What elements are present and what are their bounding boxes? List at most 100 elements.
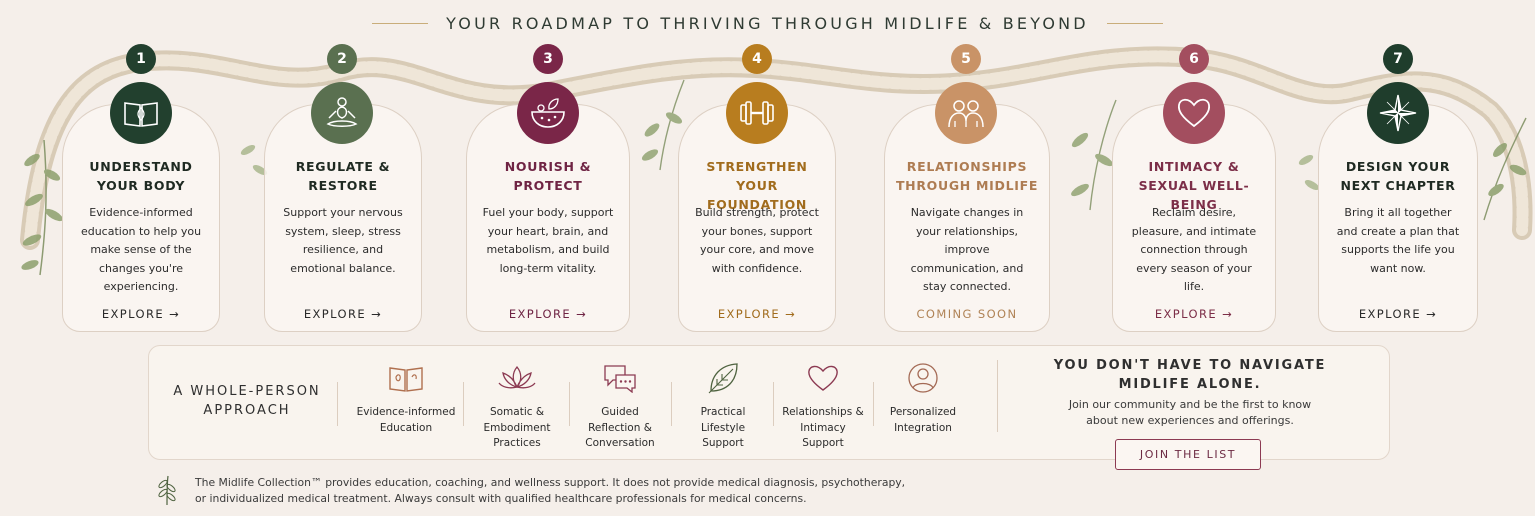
person-circle-icon [873, 360, 973, 396]
cta-title-line: MIDLIFE ALONE. [1118, 377, 1262, 392]
cta-title-line: YOU DON'T HAVE TO NAVIGATE [1053, 358, 1327, 373]
foliage-mid-2 [1071, 99, 1117, 211]
foliage-left [21, 139, 63, 276]
open-book-icon [110, 82, 172, 144]
step-description: Build strength, protect your bones, supp… [695, 206, 819, 275]
step-title: STRENGTHEN YOUR FOUNDATION [687, 157, 827, 214]
feature-label: Evidence-informed [356, 406, 456, 418]
divider [463, 382, 464, 426]
whole-person-panel: A WHOLE-PERSON APPROACH Evidence-informe… [148, 345, 1390, 470]
step-title-line: NEXT CHAPTER [1340, 178, 1456, 193]
disclaimer-line: or individualized medical treatment. Alw… [195, 492, 807, 505]
feature-label: Personalized [889, 406, 957, 418]
step-title-line: UNDERSTAND [89, 159, 193, 174]
feature-label: Integration [894, 421, 952, 434]
divider [773, 382, 774, 426]
divider [997, 360, 998, 432]
step-title-line: STRENGTHEN YOUR [706, 159, 808, 193]
step-title-line: FOUNDATION [706, 197, 808, 212]
step-title: DESIGN YOUR NEXT CHAPTER [1327, 157, 1469, 195]
step-title-line: REGULATE & [295, 159, 391, 174]
step-description: Evidence-informed education to help you … [80, 206, 202, 293]
header: YOUR ROADMAP TO THRIVING THROUGH MIDLIFE… [0, 14, 1535, 33]
page-title: YOUR ROADMAP TO THRIVING THROUGH MIDLIFE… [446, 14, 1089, 33]
step-title-line: INTIMACY & [1148, 159, 1240, 174]
sprig-icon [156, 474, 178, 510]
feature-label: Embodiment [483, 421, 551, 434]
title-rule-right [1106, 23, 1163, 24]
step-title: NOURISH & PROTECT [475, 157, 621, 195]
cta-description: Join our community and be the first to k… [1045, 397, 1335, 429]
step-title: INTIMACY & SEXUAL WELL-BEING [1121, 157, 1267, 214]
step-title: RELATIONSHIPS THROUGH MIDLIFE [893, 157, 1041, 195]
cta-description-line: Join our community and be the first to k… [1068, 398, 1312, 411]
heart-icon [1163, 82, 1225, 144]
feature-label: Reflection & [588, 421, 652, 434]
cta-description-line: about new experiences and offerings. [1086, 414, 1294, 427]
step-number-badge: 5 [951, 44, 981, 74]
step-title-line: NOURISH & [504, 159, 592, 174]
feature-label: Practical [700, 406, 746, 418]
step-description: Fuel your body, support your heart, brai… [482, 206, 614, 275]
approach-title-line: A WHOLE-PERSON [173, 384, 321, 399]
step-title-line: RESTORE [308, 178, 378, 193]
explore-link[interactable]: EXPLORE → [101, 307, 181, 321]
feature-label: Guided [601, 406, 639, 418]
step-title-line: SEXUAL WELL-BEING [1138, 178, 1250, 212]
step-title: REGULATE & RESTORE [273, 157, 413, 195]
step-number-badge: 2 [327, 44, 357, 74]
step-card-relationships-through-midlife: RELATIONSHIPS THROUGH MIDLIFE Navigate cha… [884, 104, 1050, 332]
meditation-icon [311, 82, 373, 144]
divider [671, 382, 672, 426]
step-number-badge: 1 [126, 44, 156, 74]
foliage-mid-1 [641, 79, 685, 171]
compass-star-icon [1367, 82, 1429, 144]
step-description: Navigate changes in your relationships, … [910, 206, 1024, 293]
divider [569, 382, 570, 426]
approach-title: A WHOLE-PERSON APPROACH [167, 382, 327, 420]
book-icon [356, 360, 456, 396]
feature-label: Support [702, 437, 744, 449]
feature-label: Support [802, 437, 844, 449]
dumbbell-icon [726, 82, 788, 144]
explore-link[interactable]: EXPLORE → [303, 307, 383, 321]
explore-link[interactable]: EXPLORE → [508, 307, 588, 321]
step-title-line: RELATIONSHIPS [906, 159, 1028, 174]
join-the-list-button[interactable]: JOIN THE LIST [1115, 439, 1261, 470]
feature-label: Intimacy [800, 421, 846, 434]
step-description: Bring it all together and create a plan … [1336, 206, 1460, 275]
feature-label: Education [379, 421, 433, 434]
step-title-line: DESIGN YOUR [1345, 159, 1451, 174]
feature-label: Relationships & [782, 406, 864, 418]
step-number-badge: 7 [1383, 44, 1413, 74]
step-number-badge: 3 [533, 44, 563, 74]
step-title-line: THROUGH MIDLIFE [895, 178, 1039, 193]
feature-label: Conversation [585, 437, 655, 449]
explore-link[interactable]: EXPLORE → [1358, 307, 1438, 321]
heart-outline-icon [773, 360, 873, 396]
step-card-nourish-and-protect: NOURISH & PROTECT Fuel your body, support … [466, 104, 630, 332]
people-icon [935, 82, 997, 144]
disclaimer-line: The Midlife Collection™ provides educati… [195, 476, 906, 489]
explore-link[interactable]: EXPLORE → [717, 307, 797, 321]
feature-label: Practices [493, 437, 541, 449]
disclaimer: The Midlife Collection™ provides educati… [195, 475, 915, 507]
feature-label: Lifestyle [700, 421, 746, 434]
step-card-design-your-next-chapter: DESIGN YOUR NEXT CHAPTER Bring it all toge… [1318, 104, 1478, 332]
step-title-line: PROTECT [513, 178, 583, 193]
chat-bubbles-icon [570, 360, 670, 396]
explore-link[interactable]: EXPLORE → [1154, 307, 1234, 321]
step-description: Reclaim desire, pleasure, and intimate c… [1131, 206, 1257, 293]
step-number-badge: 6 [1179, 44, 1209, 74]
step-number-badge: 4 [742, 44, 772, 74]
foliage-right [1483, 117, 1527, 221]
coming-soon-label: COMING SOON [916, 307, 1018, 321]
cta-title: YOU DON'T HAVE TO NAVIGATE MIDLIFE ALONE… [1045, 356, 1335, 394]
title-rule-left [372, 23, 429, 24]
